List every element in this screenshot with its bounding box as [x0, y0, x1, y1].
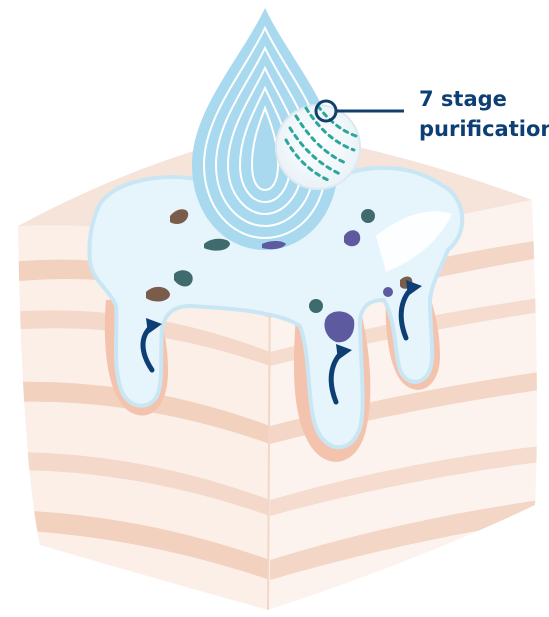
label-line-2: purification [419, 116, 549, 142]
particle [309, 299, 323, 313]
label-line-1: 7 stage [419, 86, 507, 112]
particle [361, 209, 375, 223]
particle [383, 287, 393, 297]
